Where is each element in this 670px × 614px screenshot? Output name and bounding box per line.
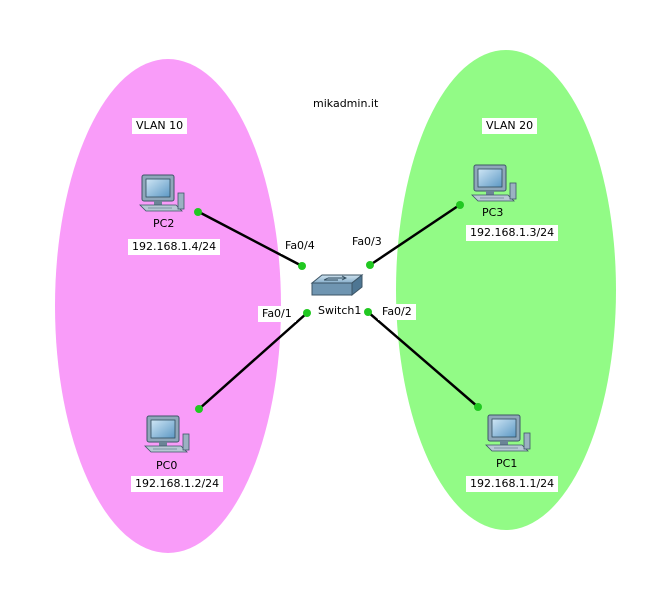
switch-name: Switch1 xyxy=(318,304,362,317)
pc1-name: PC1 xyxy=(496,457,518,470)
pc3-ip: 192.168.1.3/24 xyxy=(466,225,559,241)
pc3-name: PC3 xyxy=(482,206,504,219)
link-light-fa03 xyxy=(366,261,374,269)
vlan20-label: VLAN 20 xyxy=(482,118,538,134)
link-pc1-switch xyxy=(366,310,480,409)
pc2-ip: 192.168.1.4/24 xyxy=(128,239,221,255)
link-light-fa02 xyxy=(364,308,372,316)
vlan20-zone xyxy=(396,50,616,530)
link-light-fa04 xyxy=(298,262,306,270)
port-fa01-label: Fa0/1 xyxy=(258,306,296,322)
pc0-ip: 192.168.1.2/24 xyxy=(131,476,224,492)
link-light-pc3 xyxy=(456,201,464,209)
switch-icon[interactable] xyxy=(310,273,364,297)
link-pc0-switch xyxy=(197,311,309,411)
links xyxy=(195,202,480,411)
port-fa03-label: Fa0/3 xyxy=(348,234,386,250)
vlan10-zone xyxy=(55,59,281,553)
link-light-pc2 xyxy=(194,208,202,216)
pc1-ip: 192.168.1.1/24 xyxy=(466,476,559,492)
link-light-fa01 xyxy=(303,309,311,317)
link-light-pc1 xyxy=(474,403,482,411)
link-pc2-switch xyxy=(195,209,304,268)
watermark-text: mikadmin.it xyxy=(309,96,383,112)
pc0-name: PC0 xyxy=(156,459,178,472)
link-indicators xyxy=(194,201,482,413)
vlan10-label: VLAN 10 xyxy=(132,118,188,134)
pc2-name: PC2 xyxy=(153,217,175,230)
link-pc3-switch xyxy=(368,202,463,267)
port-fa04-label: Fa0/4 xyxy=(281,238,319,254)
link-light-pc0 xyxy=(195,405,203,413)
port-fa02-label: Fa0/2 xyxy=(378,304,416,320)
